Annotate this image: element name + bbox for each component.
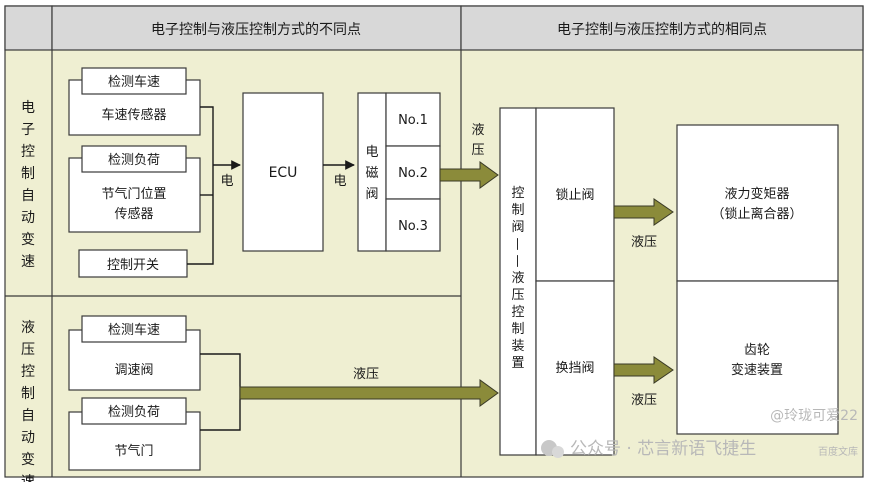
valve-no3-label: No.3 — [398, 219, 428, 234]
header-difference-cell — [51, 5, 462, 51]
hydraulic-arrow-hydraulic — [239, 379, 499, 407]
solenoid-valve-box — [357, 92, 387, 252]
throttle-sensor-label-line2: 传感器 — [114, 206, 153, 222]
header-corner-cell — [4, 5, 53, 51]
hydraulic-arrow-shift — [613, 356, 674, 384]
torque-converter-label-line1: 液力变矩器 — [724, 186, 789, 202]
hydraulic-output-label: 液压 — [471, 123, 484, 158]
row-electronic-char: 控 — [21, 144, 35, 160]
watermark-account: 公众号 · 芯言新语飞捷生 — [570, 439, 756, 459]
watermark-site: 百度文库 — [818, 445, 858, 458]
row-hydraulic-char: 动 — [21, 430, 35, 446]
row-hydraulic-char: 控 — [21, 364, 35, 380]
lockup-valve-label: 锁止阀 — [555, 187, 594, 203]
hydraulic-output-char: 压 — [471, 143, 484, 158]
header-similarity: 电子控制与液压控制方式的相同点 — [557, 22, 767, 38]
valve-no1-label: No.1 — [398, 113, 428, 128]
control-valve-char: — — [510, 238, 525, 251]
hyd-load-detect-tag — [81, 397, 187, 425]
control-valve-char: 制 — [511, 203, 524, 218]
governor-valve-label: 调速阀 — [114, 363, 153, 378]
throttle-sensor-label-line1: 节气门位置 — [101, 186, 166, 202]
electric-label-1: 电 — [220, 174, 233, 189]
control-valve-char: 控 — [511, 186, 524, 201]
row-electronic-char: 自 — [21, 188, 35, 204]
lockup-valve-box — [535, 107, 615, 282]
row-hydraulic-char: 速 — [21, 474, 35, 482]
valve-no3-box — [385, 198, 441, 252]
shift-valve-label: 换挡阀 — [555, 361, 594, 376]
row-electronic-char: 制 — [21, 166, 35, 182]
control-valve-char: — — [510, 255, 525, 268]
throttle-valve-label: 节气门 — [114, 443, 153, 459]
torque-converter-box — [676, 124, 839, 282]
load-detect-label: 检测负荷 — [108, 153, 160, 168]
hyd-speed-detect-label: 检测车速 — [108, 322, 160, 338]
row-hydraulic-char: 变 — [21, 452, 35, 468]
control-valve-char: 置 — [511, 356, 524, 371]
watermark-handle: @玲珑可爱22 — [770, 408, 858, 424]
gear-label-line2: 变速装置 — [731, 362, 783, 378]
wire-speed-sensor — [200, 106, 214, 175]
control-valve-box — [499, 107, 537, 456]
hydraulic-arrow-electronic — [439, 161, 499, 189]
gear-label-line1: 齿轮 — [744, 343, 770, 358]
speed-detect-label: 检测车速 — [108, 74, 160, 90]
header-difference: 电子控制与液压控制方式的不同点 — [151, 22, 361, 38]
control-valve-char: 制 — [511, 322, 524, 337]
control-valve-char: 压 — [511, 288, 524, 303]
solenoid-char: 磁 — [365, 166, 378, 181]
load-detect-tag — [81, 145, 187, 173]
hydraulic-label-bottom: 液压 — [631, 393, 657, 408]
valve-no1-box — [385, 92, 441, 147]
ecu-label: ECU — [269, 165, 298, 181]
control-valve-char: 控 — [511, 305, 524, 320]
torque-converter-label-line2: （锁止离合器） — [711, 206, 802, 222]
solenoid-char: 阀 — [365, 187, 378, 202]
row-hydraulic-char: 制 — [21, 386, 35, 402]
row-electronic-char: 变 — [21, 232, 35, 248]
control-valve-char: 液 — [511, 271, 524, 286]
row-hydraulic-char: 压 — [21, 342, 35, 358]
row-electronic-char: 电 — [21, 100, 35, 116]
row-electronic-char: 动 — [21, 210, 35, 226]
control-switch-label: 控制开关 — [107, 258, 159, 273]
hydraulic-arrow-lockup — [613, 198, 674, 226]
solenoid-label: 电磁阀 — [365, 145, 378, 202]
control-switch-box — [78, 249, 188, 278]
shift-valve-box — [535, 280, 615, 456]
hydraulic-label: 液压 — [353, 367, 379, 382]
hydraulic-output-char: 液 — [471, 123, 484, 138]
row-hydraulic-char: 自 — [21, 408, 35, 424]
row-electronic-char: 速 — [21, 254, 35, 270]
wire-control-switch — [187, 175, 214, 265]
speed-sensor-label: 车速传感器 — [101, 107, 166, 123]
hyd-load-detect-label: 检测负荷 — [108, 405, 160, 420]
header-similarity-cell — [460, 5, 864, 51]
control-valve-char: 装 — [511, 339, 524, 354]
hyd-speed-detect-tag — [81, 315, 187, 343]
hydraulic-label-top: 液压 — [631, 235, 657, 250]
control-valve-char: 阀 — [511, 220, 524, 235]
electric-label-2: 电 — [333, 174, 346, 189]
valve-no2-label: No.2 — [398, 166, 428, 181]
ecu-box — [242, 92, 324, 252]
solenoid-char: 电 — [365, 145, 378, 160]
row-hydraulic-char: 液 — [21, 320, 35, 336]
speed-detect-tag — [81, 67, 187, 95]
gear-box — [676, 280, 839, 435]
row-electronic-char: 子 — [21, 122, 35, 138]
wechat-icon — [541, 440, 564, 458]
